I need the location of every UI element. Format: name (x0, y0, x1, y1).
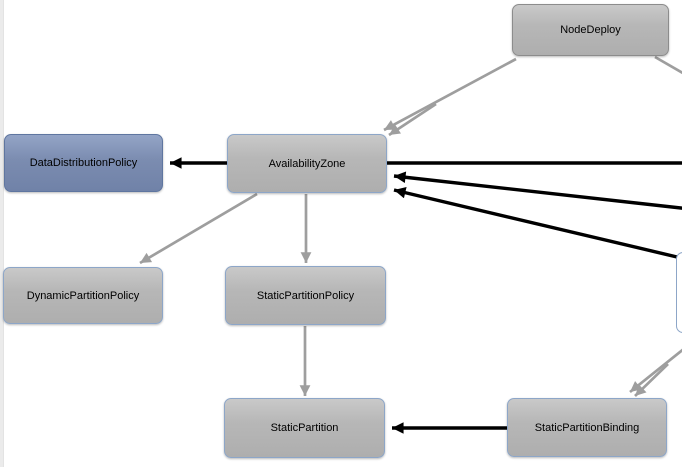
node-staticpartitionpolicy-label: StaticPartitionPolicy (256, 289, 355, 302)
node-dynamicpartitionpolicy[interactable]: DynamicPartitionPolicy (3, 267, 163, 324)
edge-nodedeploy-offscreen-right (654, 55, 682, 75)
edge-offscreen-staticpartitionbinding (629, 348, 682, 394)
node-nodedeploy[interactable]: NodeDeploy (512, 4, 669, 56)
left-edge-strip (0, 0, 4, 467)
edge-nodedeploy-availabilityzone (383, 57, 517, 132)
edge-offscreen-availabilityzone-upper (393, 171, 682, 210)
edge-offscreen-staticpartitionbinding-second-arrowhead (634, 363, 669, 397)
node-availabilityzone[interactable]: AvailabilityZone (227, 134, 387, 193)
node-staticpartitionpolicy[interactable]: StaticPartitionPolicy (225, 266, 386, 325)
node-datadistributionpolicy-label: DataDistributionPolicy (29, 157, 138, 169)
node-staticpartition-label: StaticPartition (270, 422, 339, 434)
node-nodedeploy-label: NodeDeploy (560, 24, 621, 36)
edge-offscreen-availabilityzone-lower (393, 187, 678, 259)
node-datadistributionpolicy[interactable]: DataDistributionPolicy (4, 134, 163, 192)
node-staticpartitionbinding-label: StaticPartitionBinding (534, 421, 640, 434)
node-availabilityzone-label: AvailabilityZone (268, 157, 346, 170)
node-staticpartition[interactable]: StaticPartition (224, 398, 385, 458)
node-dynamicpartitionpolicy-label: DynamicPartitionPolicy (26, 289, 140, 302)
clipped-offscreen-node[interactable] (676, 252, 682, 333)
edge-nodedeploy-availabilityzone-second-arrowhead (388, 102, 437, 137)
node-staticpartitionbinding[interactable]: StaticPartitionBinding (507, 398, 667, 457)
edge-availabilityzone-dynamicpartitionpolicy (139, 192, 258, 265)
